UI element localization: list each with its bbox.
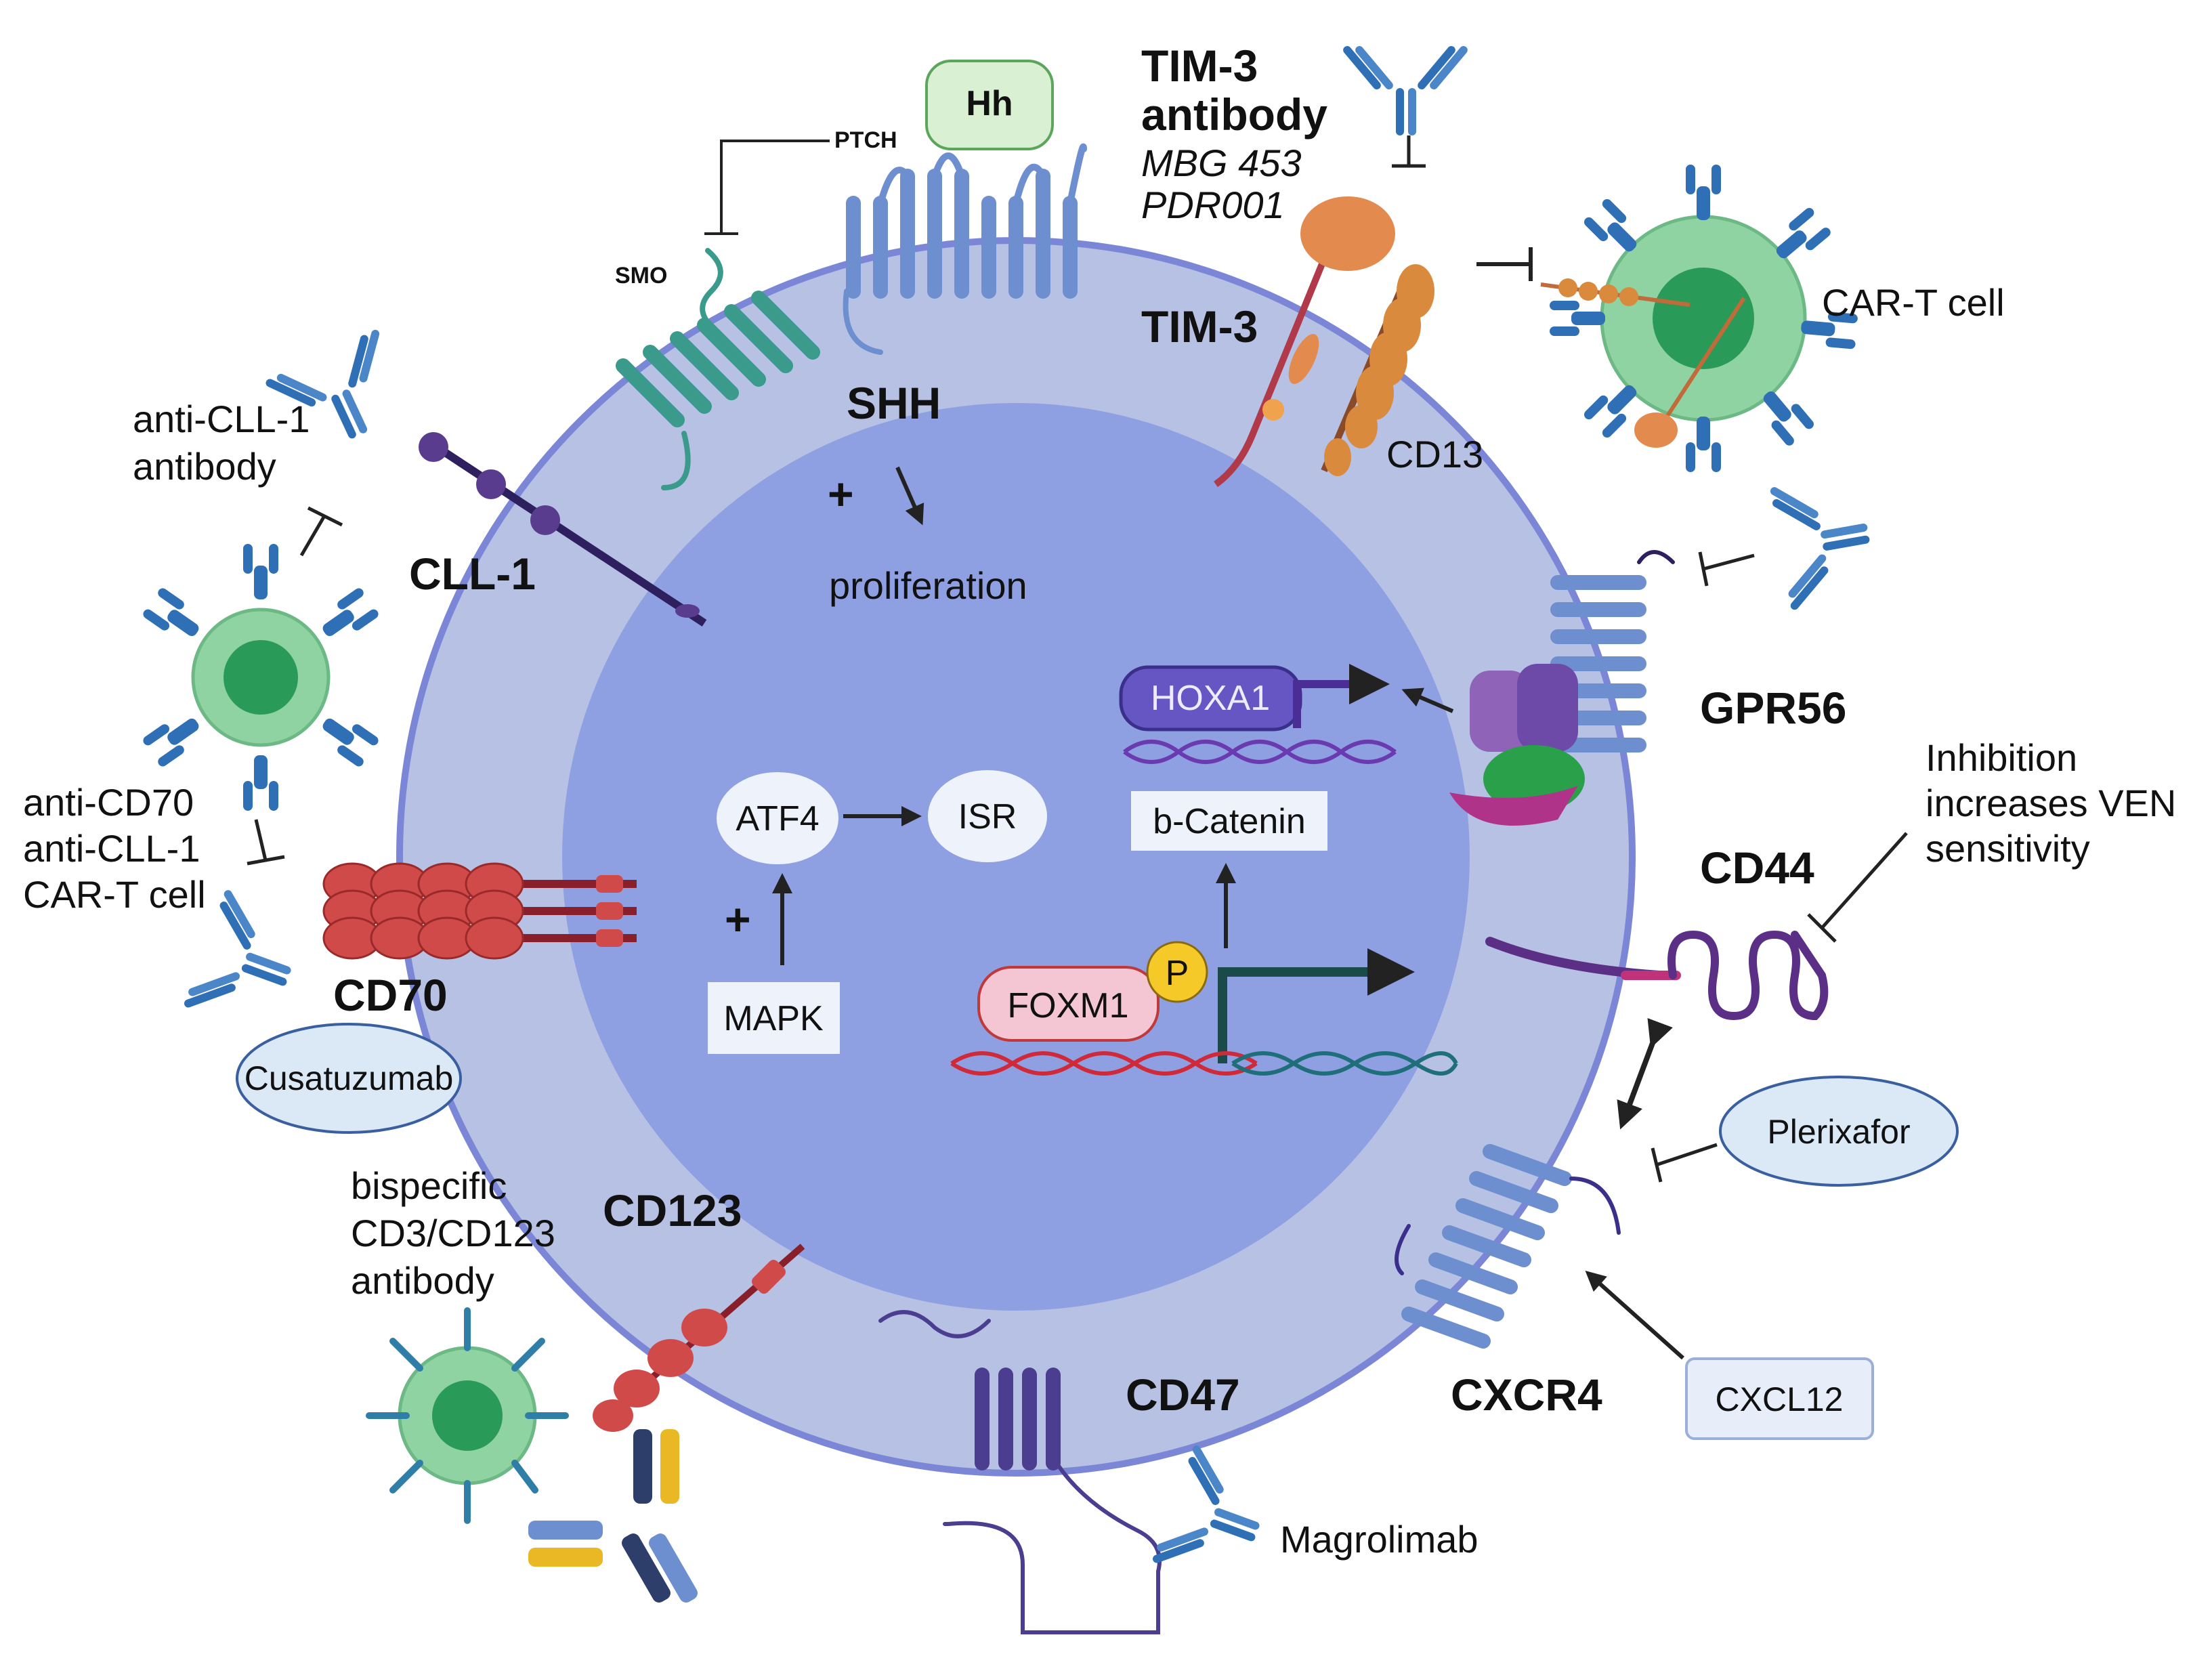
cxcl12-label: CXCL12 [1716, 1380, 1844, 1418]
plerixafor-label: Plerixafor [1767, 1113, 1910, 1151]
cusatuzumab-label: Cusatuzumab [244, 1059, 454, 1097]
car-t-cell-left [141, 544, 381, 811]
car-t-inhibits-cd70 [247, 819, 285, 866]
isr-node: ISR [928, 770, 1047, 862]
car-t-cell-label: CAR-T cell [1822, 281, 2005, 324]
bispecific-antibody [528, 1429, 698, 1603]
ptch-label: PTCH [834, 127, 897, 153]
tim3-antibody-title-2: antibody [1141, 89, 1327, 140]
antibody-inhibits-gpr56 [1698, 551, 1755, 587]
ptch-receptor [843, 143, 1087, 355]
hoxa1-node: HOXA1 [1119, 665, 1302, 732]
anti-cll1-line-1: anti-CLL-1 [133, 398, 310, 440]
hoxa1-dna [1123, 740, 1397, 764]
cxcr4-label: CXCR4 [1451, 1370, 1602, 1420]
tim3-antibody-drug-1: MBG 453 [1141, 142, 1302, 184]
anti-cd70-line-2: anti-CLL-1 [23, 827, 200, 870]
smo-receptor [616, 248, 820, 490]
bispecific-line-2: CD3/CD123 [351, 1212, 555, 1254]
atf4-node: ATF4 [717, 772, 838, 864]
car-t-inhibits-cll1 [299, 506, 343, 557]
cd123-receptor [593, 1244, 805, 1432]
hoxa1-label: HOXA1 [1151, 679, 1270, 718]
bispecific-line-3: antibody [351, 1259, 494, 1302]
cxcl12-node: CXCL12 [1685, 1357, 1874, 1440]
foxm1-dna-teal [1231, 1051, 1458, 1076]
gpr56-to-hoxa1-arrow [1401, 687, 1454, 713]
hoxa1-transcription-arrow [1293, 664, 1390, 728]
cell-interior [562, 403, 1470, 1311]
tim3-antibody-icon [1341, 44, 1470, 135]
cd123-label: CD123 [603, 1185, 742, 1235]
smo-label: SMO [615, 263, 667, 289]
foxm1-label: FOXM1 [1007, 986, 1128, 1025]
phosphate-label: P [1166, 954, 1189, 993]
cd44-receptor [1485, 930, 1829, 1021]
foxm1-transcription-arrow [1218, 948, 1415, 1063]
gpr56-antibody-icon [1768, 470, 1880, 613]
tim3-antibody-drug-2: PDR001 [1141, 184, 1285, 226]
proliferation-label: proliferation [829, 564, 1027, 607]
anti-cd70-line-3: CAR-T cell [23, 873, 206, 916]
cd47-label: CD47 [1126, 1370, 1240, 1420]
shh-label: SHH [847, 378, 941, 428]
tim3-antibody-title-1: TIM-3 [1141, 41, 1258, 91]
cd70-receptor [322, 862, 637, 960]
cd70-label: CD70 [333, 970, 448, 1020]
anti-cll1-antibody-icon [262, 326, 417, 463]
inhibition-line-1: Inhibition [1926, 736, 2077, 779]
inhibition-line-3: sensitivity [1926, 827, 2090, 870]
tim3-antibody-inhibition [1392, 135, 1426, 168]
cxcr4-receptor [1395, 1144, 1621, 1349]
plus-mapk: + [725, 894, 751, 944]
shh-to-proliferation-arrow [895, 466, 924, 526]
tim3-label: TIM-3 [1141, 301, 1258, 352]
cll1-label: CLL-1 [409, 549, 536, 599]
cd44-cxcr4-interaction [1617, 1018, 1673, 1130]
foxm1-node: FOXM1 [977, 966, 1160, 1042]
phosphate-node: P [1146, 941, 1208, 1003]
car-t-inhibits-tim3 [1476, 247, 1533, 281]
cd13-label: CD13 [1386, 433, 1483, 475]
hh-label: Hh [966, 84, 1013, 123]
gpr56-label: GPR56 [1700, 683, 1846, 733]
ptch-inhibits-smo [704, 140, 830, 235]
cd44-label: CD44 [1700, 843, 1814, 893]
inhibition-cd44-line [1807, 832, 1908, 943]
cd13-receptor [1321, 264, 1434, 476]
tim3-receptor [1214, 196, 1395, 488]
car-t-cell-top [1540, 165, 1858, 472]
atf4-label: ATF4 [736, 799, 819, 839]
magrolimab-label: Magrolimab [1280, 1518, 1479, 1561]
gpr56-receptor [1550, 550, 1675, 753]
bispecific-line-1: bispecific [351, 1164, 507, 1207]
mapk-node: MAPK [708, 982, 840, 1054]
b-catenin-label: b-Catenin [1153, 802, 1305, 841]
plus-shh: + [828, 469, 854, 519]
magrolimab-antibody-icon [1149, 1442, 1279, 1594]
plerixafor-inhibits-cxcr4 [1651, 1143, 1718, 1183]
foxm1-dna-red [950, 1051, 1258, 1076]
hh-ligand: Hh [925, 60, 1054, 150]
anti-cll1-line-2: antibody [133, 445, 276, 488]
b-catenin-node: b-Catenin [1131, 791, 1327, 851]
mapk-label: MAPK [723, 999, 824, 1038]
cusatuzumab-node: Cusatuzumab [236, 1023, 462, 1134]
cxcl12-to-cxcr4-arrow [1585, 1271, 1684, 1360]
plerixafor-node: Plerixafor [1719, 1076, 1959, 1187]
isr-label: ISR [958, 797, 1017, 836]
cll1-receptor [419, 432, 707, 627]
inhibition-line-2: increases VEN [1926, 782, 2176, 824]
g-protein-complex [1449, 664, 1585, 826]
anti-cd70-line-1: anti-CD70 [23, 781, 194, 824]
cd3-receptors [366, 1307, 569, 1524]
